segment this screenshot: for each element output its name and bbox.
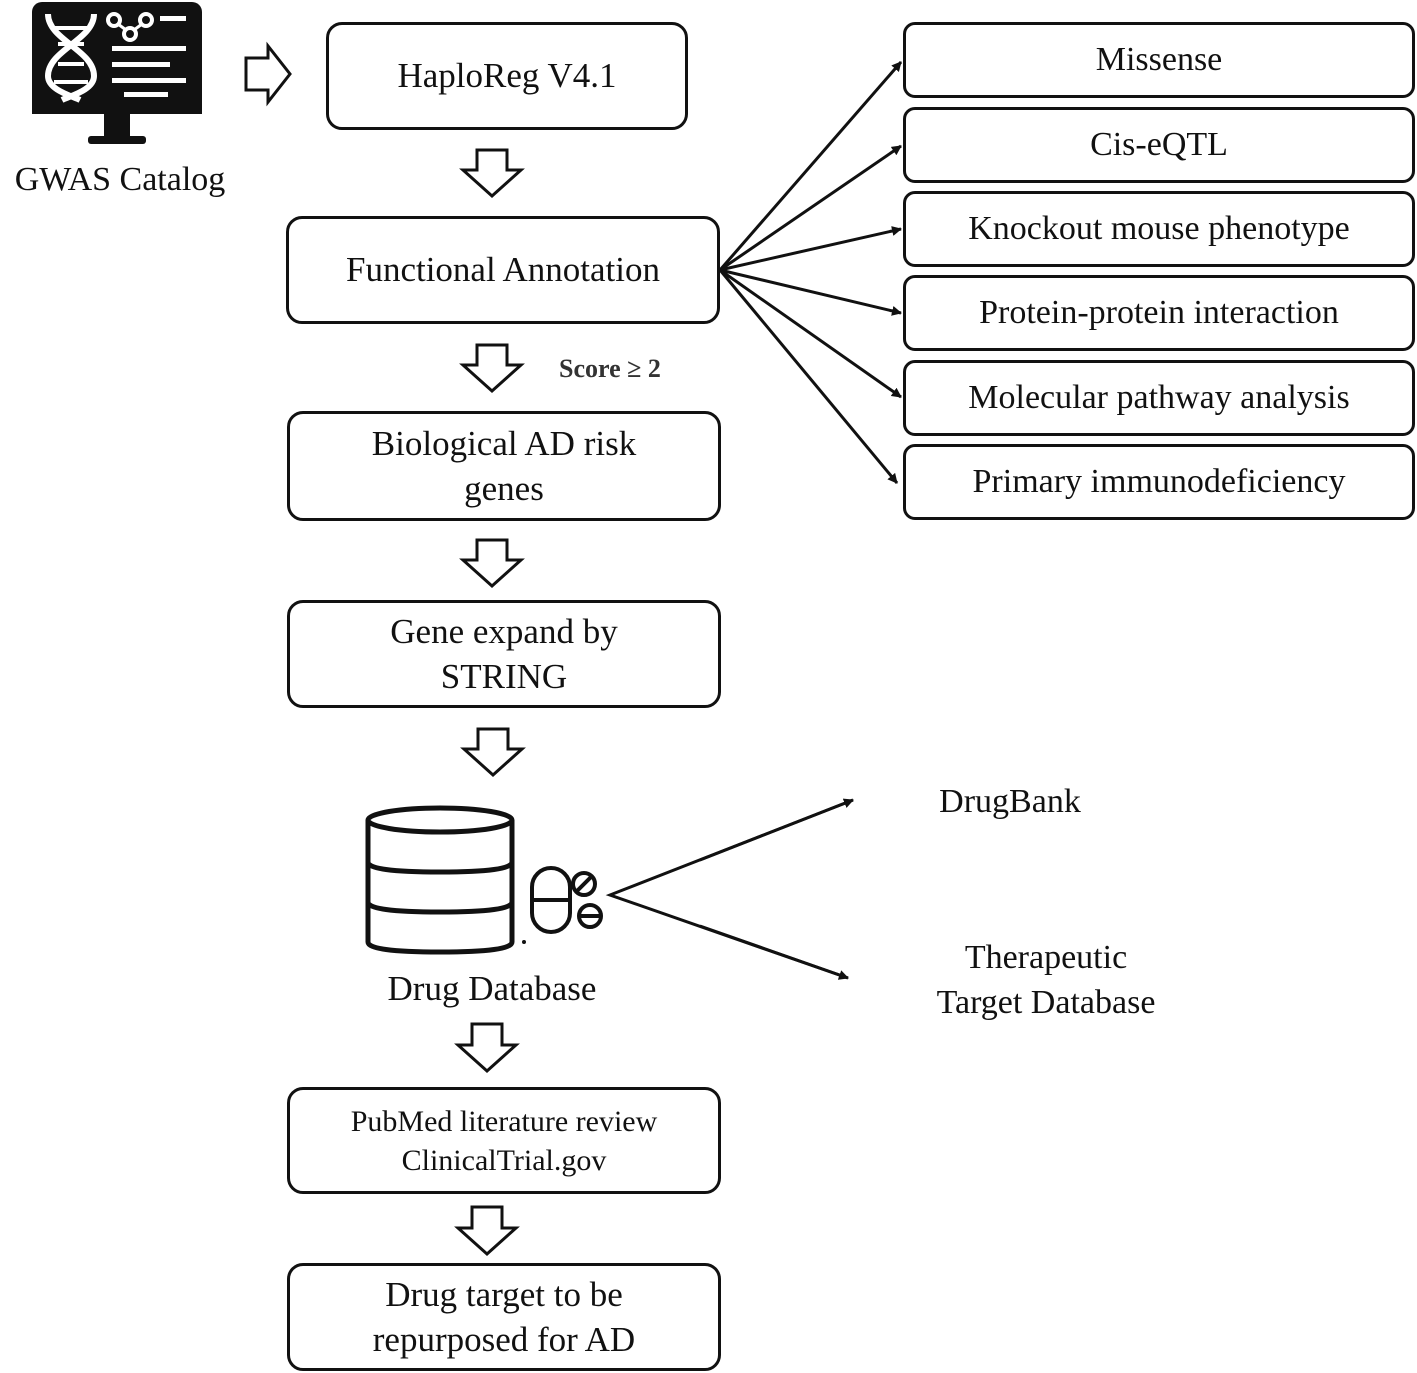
hollow-arrow-down: [460, 727, 526, 778]
biological-risk-genes-line2: genes: [464, 469, 544, 508]
hollow-arrow-down: [454, 1205, 520, 1257]
drug-target-line2: repurposed for AD: [372, 1320, 636, 1359]
drug-target-box: Drug target to be repurposed for AD: [287, 1263, 721, 1371]
literature-review-line2: ClinicalTrial.gov: [401, 1143, 607, 1177]
biological-risk-genes-line1: Biological AD risk: [371, 423, 637, 463]
gene-expand-box: Gene expand by STRING: [287, 600, 721, 708]
score-threshold-label: Score ≥ 2: [559, 354, 661, 383]
gene-expand-line1: Gene expand by: [390, 611, 618, 651]
annotation-label: Missense: [1095, 40, 1223, 78]
dna-monitor-icon: [32, 2, 202, 144]
functional-annotation-box: Functional Annotation: [286, 216, 720, 324]
drugbank-label: DrugBank: [939, 783, 1081, 820]
annotation-label: Primary immunodeficiency: [972, 462, 1346, 500]
literature-review-line1: PubMed literature review: [350, 1104, 658, 1138]
haploreg-label: HaploReg V4.1: [397, 56, 617, 96]
annotation-cis-eqtl-box: Cis-eQTL: [903, 107, 1415, 183]
literature-review-box: PubMed literature review ClinicalTrial.g…: [287, 1087, 721, 1194]
hollow-arrow-down: [459, 148, 525, 199]
hollow-arrow-down: [454, 1022, 520, 1074]
hollow-arrow-right: [244, 41, 292, 107]
annotation-missense-box: Missense: [903, 22, 1415, 98]
annotation-label: Protein-protein interaction: [979, 293, 1339, 331]
gene-expand-line2: STRING: [440, 657, 568, 696]
annotation-arrows: [718, 61, 903, 484]
annotation-ppi-box: Protein-protein interaction: [903, 275, 1415, 351]
drug-database-label: Drug Database: [387, 969, 597, 1008]
annotation-immunodeficiency-box: Primary immunodeficiency: [903, 444, 1415, 520]
hollow-arrow-down: [459, 343, 525, 394]
annotation-knockout-box: Knockout mouse phenotype: [903, 191, 1415, 267]
annotation-label: Molecular pathway analysis: [968, 378, 1350, 416]
biological-risk-genes-box: Biological AD risk genes: [287, 411, 721, 521]
ttd-line1: Therapeutic: [964, 939, 1128, 976]
functional-annotation-label: Functional Annotation: [345, 250, 660, 290]
annotation-pathway-box: Molecular pathway analysis: [903, 360, 1415, 436]
hollow-arrow-down: [459, 538, 525, 589]
pills-icon: [530, 866, 603, 934]
haploreg-box: HaploReg V4.1: [326, 22, 688, 130]
annotation-label: Knockout mouse phenotype: [968, 209, 1350, 247]
ttd-label: Therapeutic Target Database: [900, 936, 1192, 1026]
ttd-line2: Target Database: [936, 983, 1156, 1021]
source-label: GWAS Catalog: [14, 161, 226, 198]
annotation-label: Cis-eQTL: [1090, 125, 1228, 163]
drug-target-line1: Drug target to be: [385, 1274, 623, 1314]
database-arrows: [605, 798, 854, 980]
database-icon: [365, 805, 515, 955]
